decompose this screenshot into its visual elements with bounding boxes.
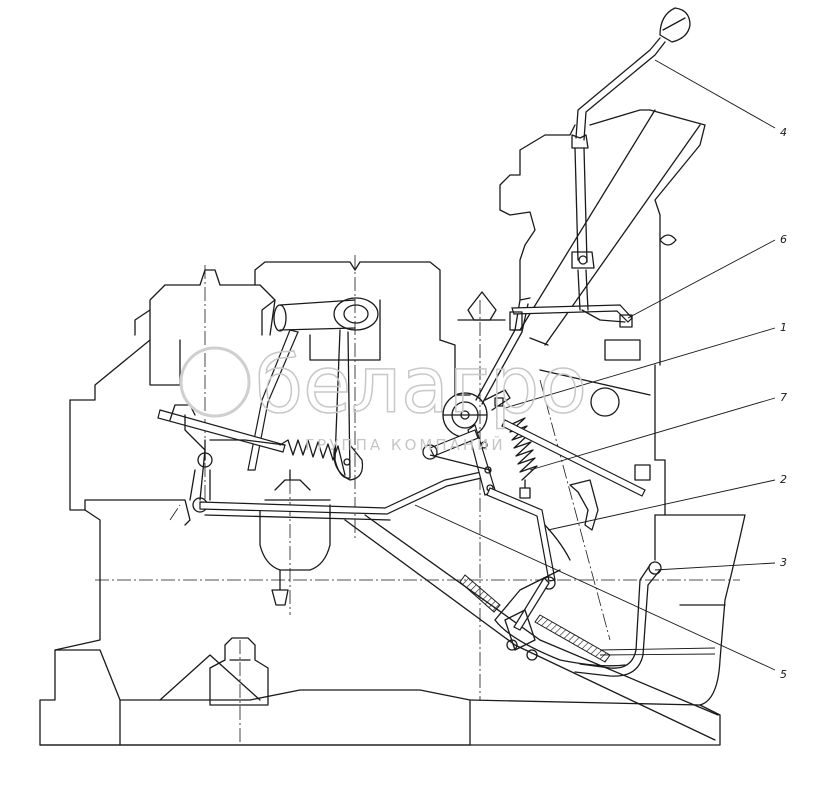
callout-5: 5 <box>780 668 787 681</box>
gear-lever <box>475 7 691 405</box>
central-lever <box>422 424 496 496</box>
engine-block <box>54 261 471 651</box>
callout-4: 4 <box>780 126 787 139</box>
right-spring <box>504 417 538 499</box>
bent-tube <box>574 561 662 677</box>
callout-1: 1 <box>780 321 787 334</box>
watermark-subtitle: ГРУППА КОМПАНИЙ <box>305 435 506 454</box>
bracket-2 <box>569 479 599 531</box>
center-lines <box>95 255 740 745</box>
left-linkage <box>157 404 286 513</box>
rear-housing <box>539 459 746 706</box>
gearbox-cover <box>499 109 706 481</box>
pedal-cylinder <box>273 297 379 332</box>
base-frame <box>39 649 721 746</box>
right-boss <box>539 369 651 417</box>
callout-leaders <box>414 59 776 671</box>
callout-2: 2 <box>780 473 787 486</box>
housing-cap <box>457 291 506 321</box>
pedal-arms <box>247 329 364 481</box>
right-rod <box>501 419 646 497</box>
drive-shaft <box>344 514 719 741</box>
callout-3: 3 <box>780 556 787 569</box>
watermark-ring <box>179 346 251 418</box>
upper-linkage <box>509 269 633 331</box>
callout-6: 6 <box>780 233 787 246</box>
callout-7: 7 <box>780 391 787 404</box>
watermark-logo-text: белагро <box>255 341 587 431</box>
central-pivot <box>442 389 511 438</box>
lower-nut <box>209 637 269 706</box>
clutch-housing <box>259 469 331 606</box>
left-spring <box>279 439 346 476</box>
lower-linkage <box>486 487 556 661</box>
pedal-shoe <box>459 569 626 667</box>
